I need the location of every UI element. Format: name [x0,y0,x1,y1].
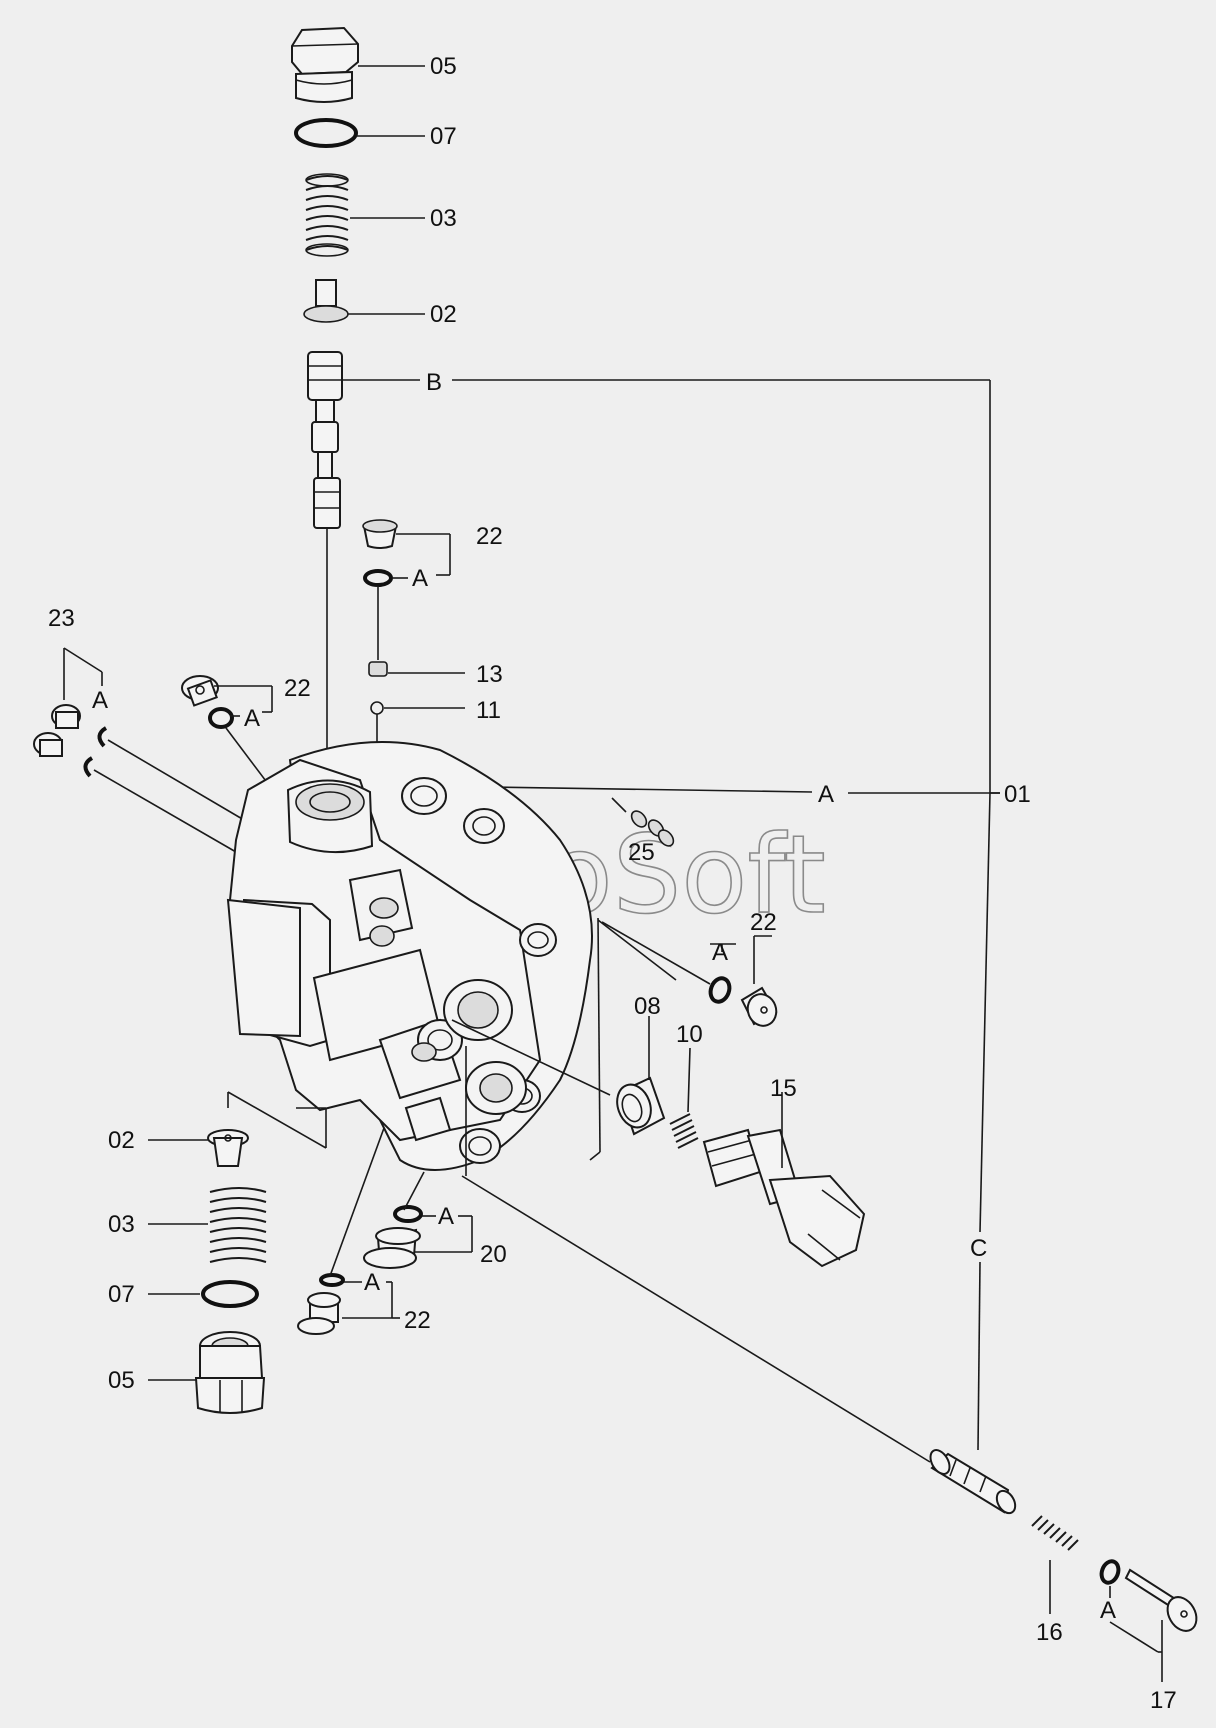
o-ring-a-22b [208,707,234,729]
o-ring-a-17 [1099,1559,1121,1598]
bracket-17 [1109,1620,1163,1682]
bracket-22d [329,1127,400,1319]
plug-20 [363,1227,421,1269]
label-A-17: A [1100,1597,1116,1624]
label-07-bottom: 07 [108,1281,135,1308]
label-23: 23 [48,605,75,632]
o-rings-a-23 [83,726,108,778]
label-A-22a: A [412,565,428,592]
plugs-23 [33,704,81,757]
poppet-02-top [303,279,349,323]
label-11: 11 [476,697,501,724]
spring-16 [1031,1515,1079,1614]
seat-13 [368,661,465,677]
screws-25 [597,797,677,981]
label-16: 16 [1036,1619,1063,1646]
label-22-a: 22 [476,523,503,550]
o-ring-07-bottom [148,1280,259,1308]
sleeve-08 [616,1016,666,1136]
bracket-22c [710,935,772,984]
label-22-c: 22 [750,909,777,936]
leader-long-diagonal [461,1175,931,1463]
label-A-22d: A [364,1269,380,1296]
label-C: C [970,1235,987,1262]
bracket-23 [63,647,245,853]
bracket-02-bottom [227,1091,327,1149]
o-ring-a-22a [363,569,393,587]
plug-22-c [740,986,778,1027]
label-05-top: 05 [430,53,457,80]
label-25: 25 [628,839,655,866]
label-13: 13 [476,661,503,688]
label-22-b: 22 [284,675,311,702]
label-17: 17 [1150,1687,1177,1714]
label-A-20: A [438,1203,454,1230]
spring-03-bottom [148,1187,267,1263]
label-10: 10 [676,1021,703,1048]
label-B: B [426,369,442,396]
label-05-bottom: 05 [108,1367,135,1394]
plug-05-bottom [148,1331,266,1414]
label-02-top: 02 [430,301,457,328]
label-07-top: 07 [430,123,457,150]
label-15: 15 [770,1075,797,1102]
leader-lines-top [348,65,425,315]
spool-c [929,1449,1017,1515]
label-03-bottom: 03 [108,1211,135,1238]
o-ring-a-20 [393,1205,436,1223]
bracket-20 [403,1171,473,1253]
plug-22-b [181,675,219,707]
poppet-17 [1124,1568,1198,1632]
plug-05-top [291,26,359,103]
valve-15 [702,1092,866,1268]
o-ring-a-22d [319,1273,362,1287]
o-ring-07-top [294,118,358,148]
label-03-top: 03 [430,205,457,232]
spring-10 [669,1047,699,1149]
label-22-d: 22 [404,1307,431,1334]
housing-right-bracket [589,917,601,1161]
label-A-22b: A [244,705,260,732]
label-01: 01 [1004,781,1031,808]
valve-housing-01 [226,741,593,1171]
o-ring-a-22c [708,976,732,1004]
spool-assembly-top [307,351,343,529]
label-A-22c: A [712,939,728,966]
spring-03-top [305,173,349,257]
label-A-01: A [818,781,834,808]
poppet-02-bottom [148,1129,249,1167]
reference-lines [326,379,1000,1451]
label-02-bottom: 02 [108,1127,135,1154]
plug-22-d [297,1292,341,1335]
label-08: 08 [634,993,661,1020]
label-20: 20 [480,1241,507,1268]
leader-22c-to-housing [601,921,711,985]
plug-22-a [362,519,398,549]
bracket-22a [377,533,451,660]
label-A-23: A [92,687,108,714]
spool-centerline [451,1019,611,1096]
